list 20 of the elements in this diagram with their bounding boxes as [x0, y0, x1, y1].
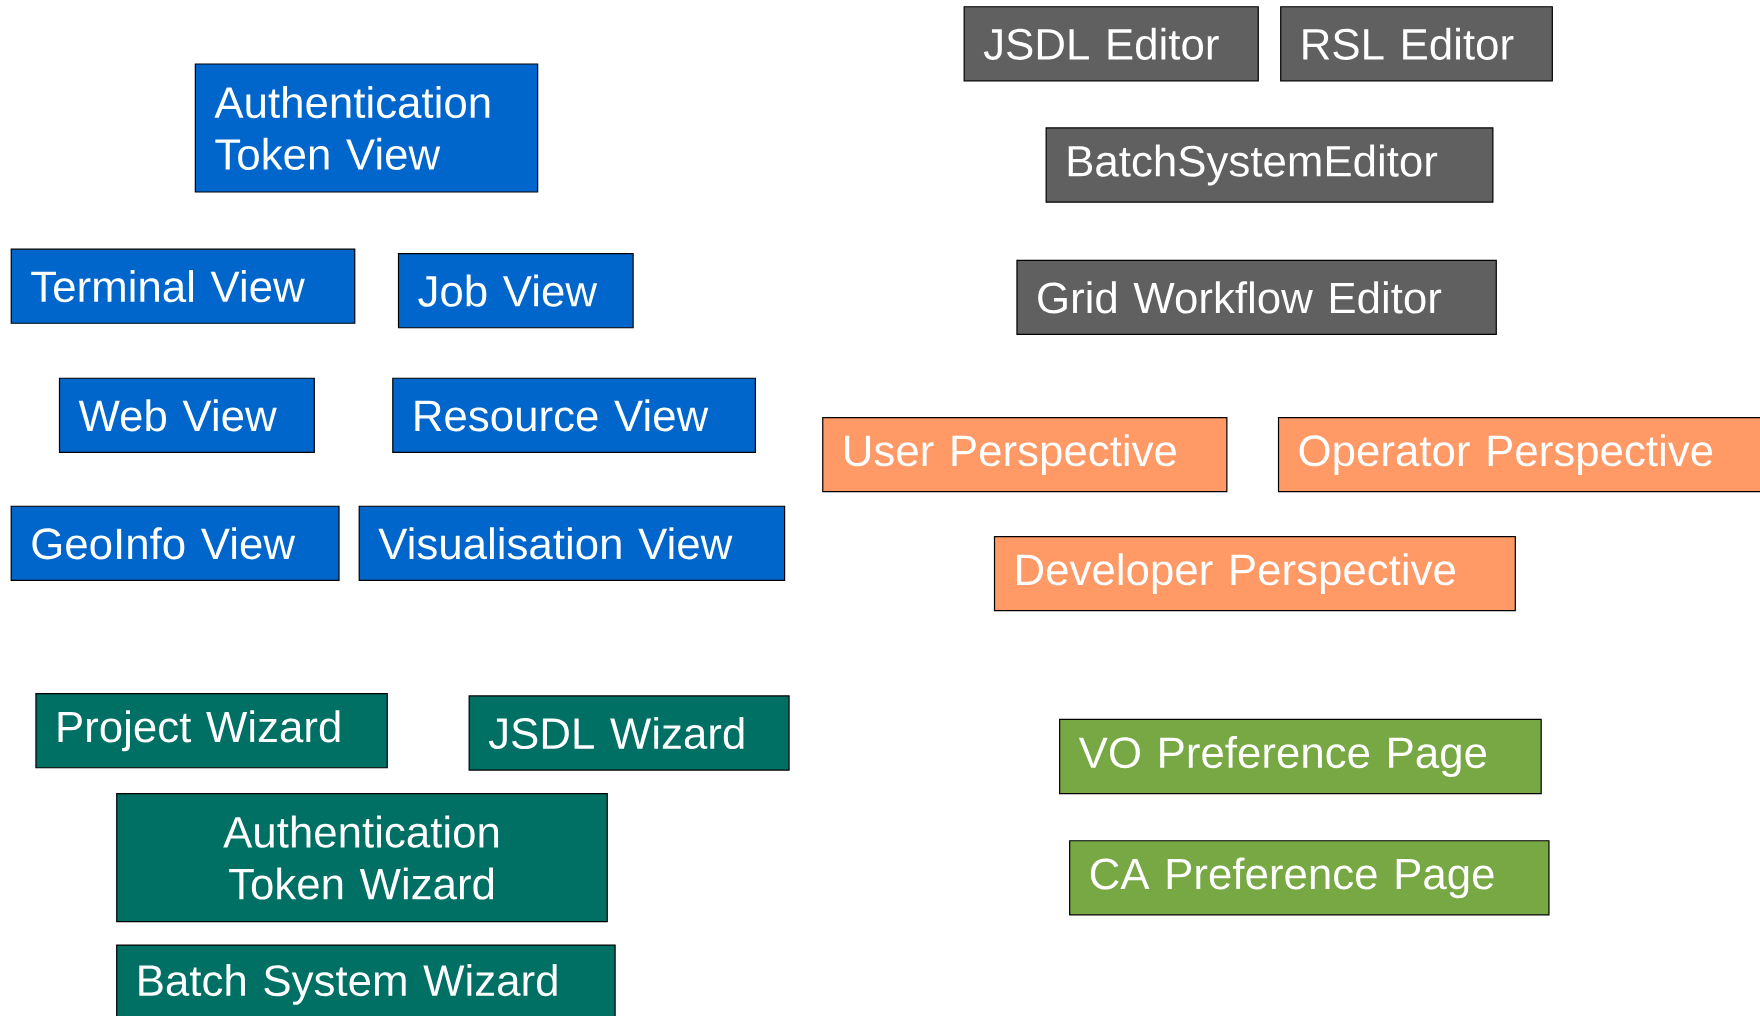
view-box: Web View — [58, 377, 315, 453]
view-box: GeoInfo View — [10, 505, 340, 581]
editor-box: BatchSystemEditor — [1045, 127, 1494, 203]
preference-box: CA Preference Page — [1069, 840, 1550, 916]
perspective-box: Developer Perspective — [993, 535, 1516, 612]
editor-box: RSL Editor — [1280, 6, 1553, 82]
view-box: Visualisation View — [358, 505, 786, 581]
view-box: Job View — [397, 253, 634, 329]
wizard-box: Authentication Token Wizard — [116, 793, 608, 923]
perspective-box: Operator Perspective — [1277, 416, 1760, 493]
editor-box: Grid Workflow Editor — [1016, 259, 1497, 336]
editor-box: JSDL Editor — [963, 6, 1259, 82]
view-box: Authentication Token View — [194, 63, 539, 193]
view-box: Resource View — [392, 377, 756, 453]
perspective-box: User Perspective — [822, 416, 1228, 493]
preference-box: VO Preference Page — [1059, 718, 1542, 795]
wizard-box: Batch System Wizard — [116, 944, 616, 1016]
view-box: Terminal View — [10, 248, 356, 324]
wizard-box: Project Wizard — [35, 693, 388, 769]
wizard-box: JSDL Wizard — [468, 695, 790, 771]
